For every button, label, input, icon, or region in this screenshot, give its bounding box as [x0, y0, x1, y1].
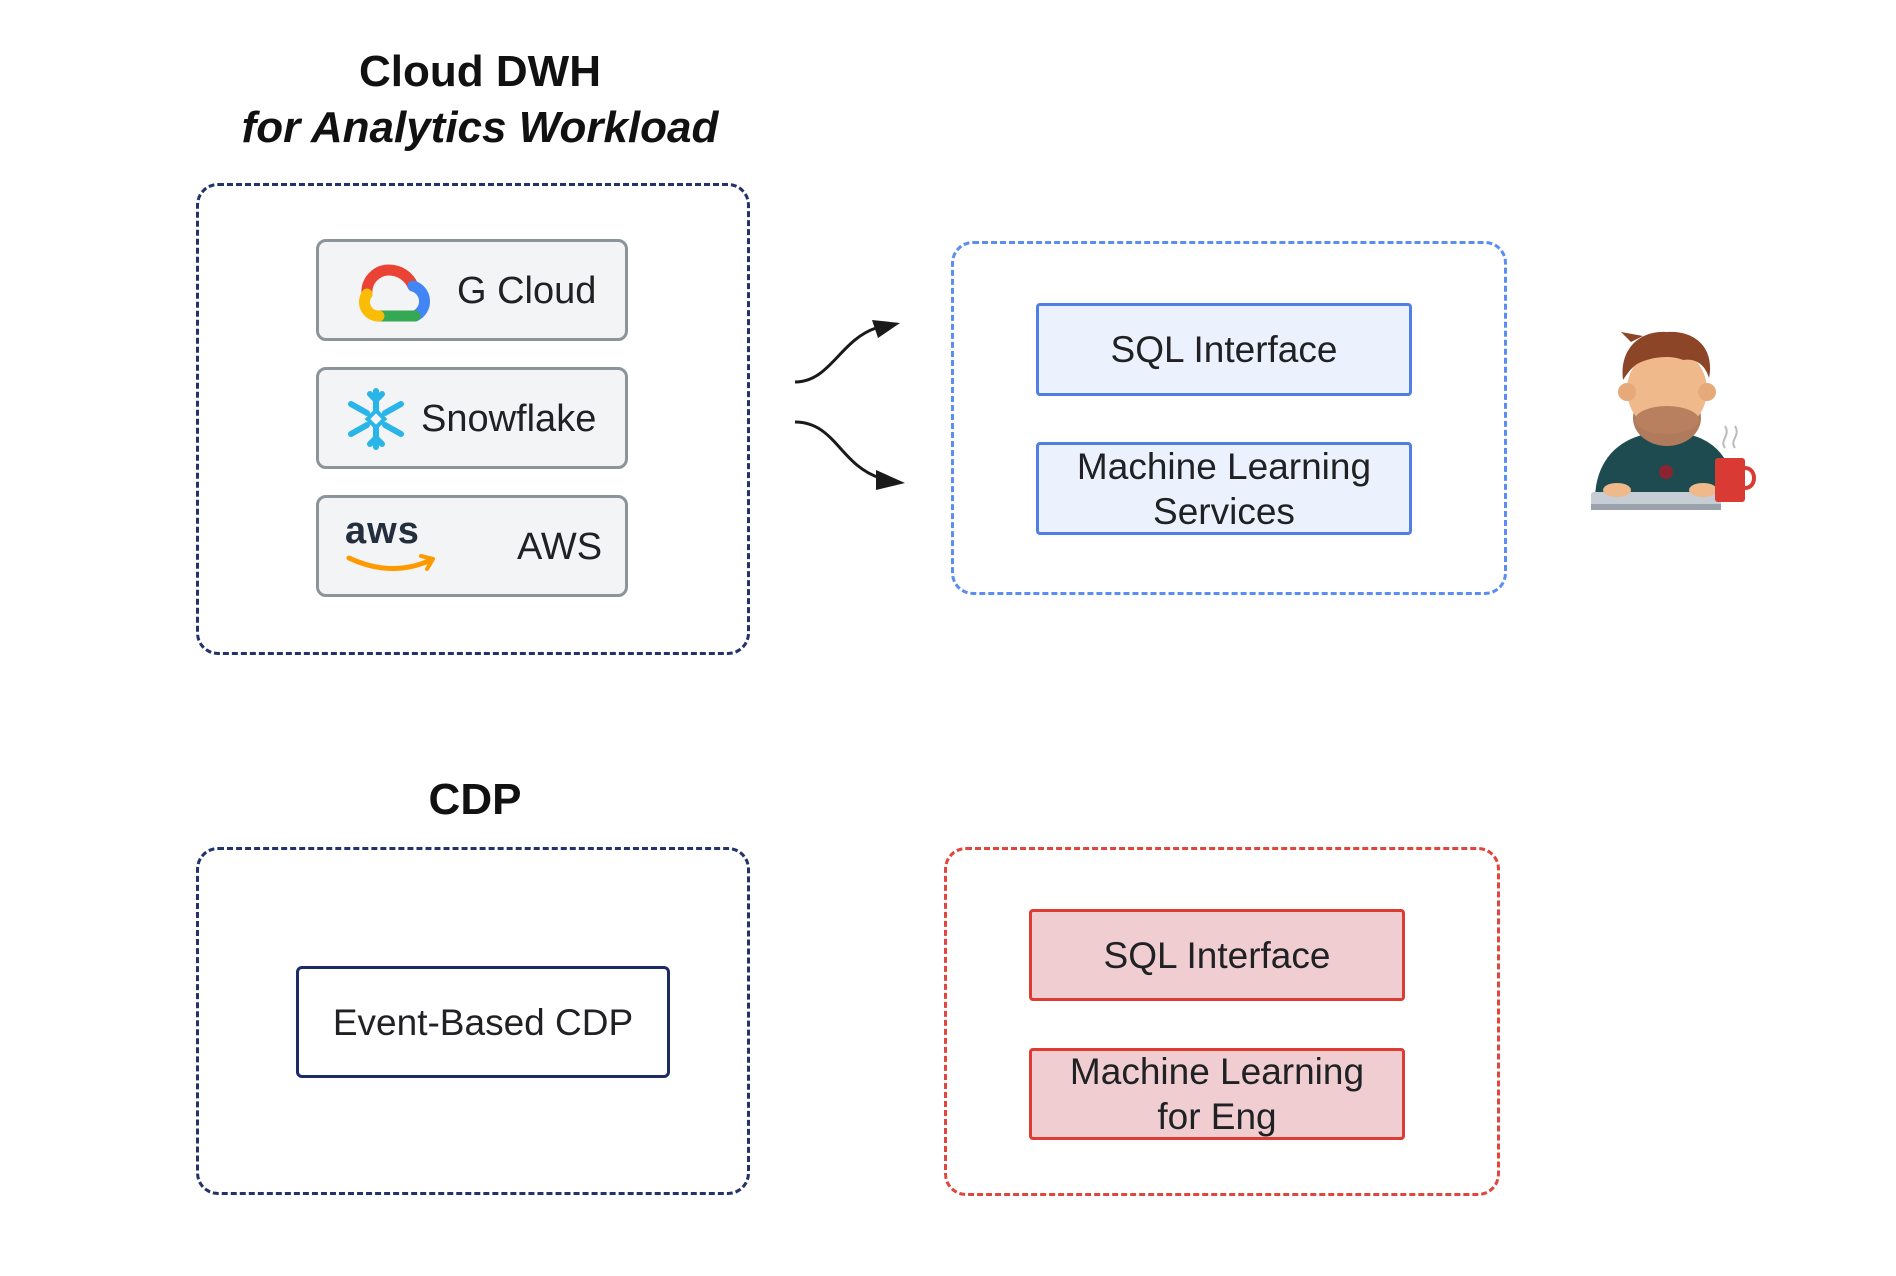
service-label-line2: for Eng — [1157, 1096, 1277, 1137]
dwh-ml-services: Machine Learning Services — [1036, 442, 1412, 535]
provider-label: AWS — [517, 526, 603, 568]
provider-aws: aws AWS — [316, 495, 628, 597]
aws-logo-text: aws — [345, 510, 420, 552]
cdp-ml-for-eng: Machine Learning for Eng — [1029, 1048, 1405, 1140]
dwh-sql-interface: SQL Interface — [1036, 303, 1412, 396]
service-label: SQL Interface — [1103, 934, 1331, 976]
provider-label: G Cloud — [457, 270, 597, 312]
dwh-container — [196, 183, 750, 655]
dwh-title-line1: Cloud DWH — [359, 47, 601, 96]
cdp-sql-interface: SQL Interface — [1029, 909, 1405, 1001]
service-label-line1: Machine Learning — [1069, 1051, 1365, 1092]
aws-logo-icon: aws — [345, 510, 445, 580]
snowflake-logo-icon — [348, 388, 404, 450]
cdp-title: CDP — [428, 775, 522, 824]
developer-avatar-icon — [1591, 331, 1756, 510]
service-label-line2: Services — [1153, 490, 1295, 532]
arrow-icon — [794, 320, 905, 490]
google-cloud-logo-icon — [359, 264, 430, 322]
cdp-container — [196, 847, 750, 1195]
provider-snowflake: Snowflake — [316, 367, 628, 469]
service-label: Event-Based CDP — [332, 1001, 634, 1043]
service-label-line1: Machine Learning — [1076, 445, 1372, 487]
provider-label: Snowflake — [421, 398, 597, 440]
provider-gcloud: G Cloud — [316, 239, 628, 341]
event-based-cdp: Event-Based CDP — [296, 966, 670, 1078]
dwh-services-container — [951, 241, 1507, 595]
dwh-title: Cloud DWH for Analytics Workload — [190, 44, 770, 156]
dwh-title-line2: for Analytics Workload — [241, 103, 719, 152]
service-label: SQL Interface — [1110, 329, 1338, 370]
cdp-services-container — [944, 847, 1500, 1196]
